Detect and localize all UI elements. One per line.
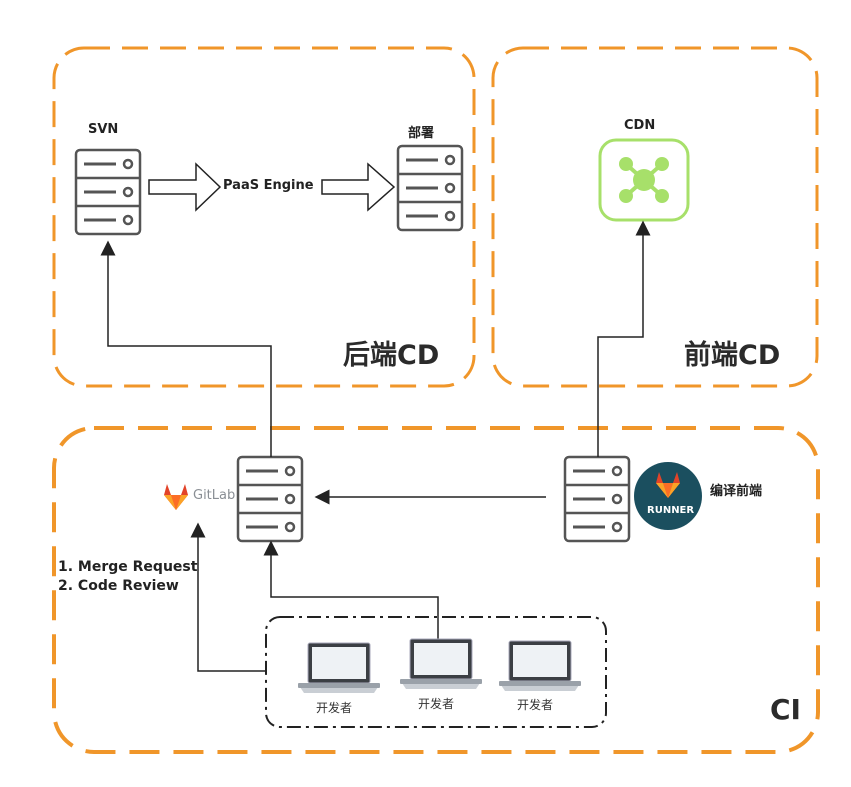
deploy-server-icon: [396, 144, 464, 232]
frontend-cd-zone: [491, 46, 819, 388]
dev-to-gitlab-logo-line: [190, 522, 266, 672]
laptop-icon-3: [498, 640, 582, 692]
runner-logo-icon: [634, 462, 702, 530]
runner-label: RUNNER: [647, 505, 695, 516]
gitlab-server-icon: [236, 455, 304, 543]
developer-label-3: 开发者: [517, 698, 554, 712]
gitlab-label: GitLab: [193, 488, 236, 503]
svn-label: SVN: [88, 122, 119, 137]
paas-engine-label: PaaS Engine: [222, 178, 315, 193]
developer-label-1: 开发者: [316, 701, 353, 715]
svn-to-paas-arrow: [148, 162, 222, 212]
laptop-icon-1: [297, 642, 381, 694]
deploy-label: 部署: [408, 126, 435, 141]
compile-frontend-label: 编译前端: [710, 484, 763, 499]
runner-to-cdn-line: [597, 220, 651, 457]
developers-box: [265, 616, 607, 728]
step-code-review: 2. Code Review: [58, 578, 179, 594]
gitlab-logo-icon: [164, 484, 188, 510]
frontend-cd-title: 前端CD: [684, 340, 781, 371]
gitlab-to-svn-line: [100, 240, 272, 457]
laptop-icon-2: [399, 638, 483, 690]
developer-label-2: 开发者: [418, 697, 455, 711]
cdn-label: CDN: [624, 118, 656, 133]
svn-server-icon: [74, 148, 142, 236]
backend-cd-title: 后端CD: [343, 340, 440, 371]
ci-title: CI: [770, 693, 801, 726]
step-merge-request: 1. Merge Request: [58, 559, 198, 575]
cdn-icon: [598, 138, 690, 222]
devs-to-gitlab-line: [263, 540, 439, 640]
backend-cd-zone: [52, 46, 476, 388]
paas-to-deploy-arrow: [321, 162, 396, 212]
runner-server-icon: [563, 455, 631, 543]
